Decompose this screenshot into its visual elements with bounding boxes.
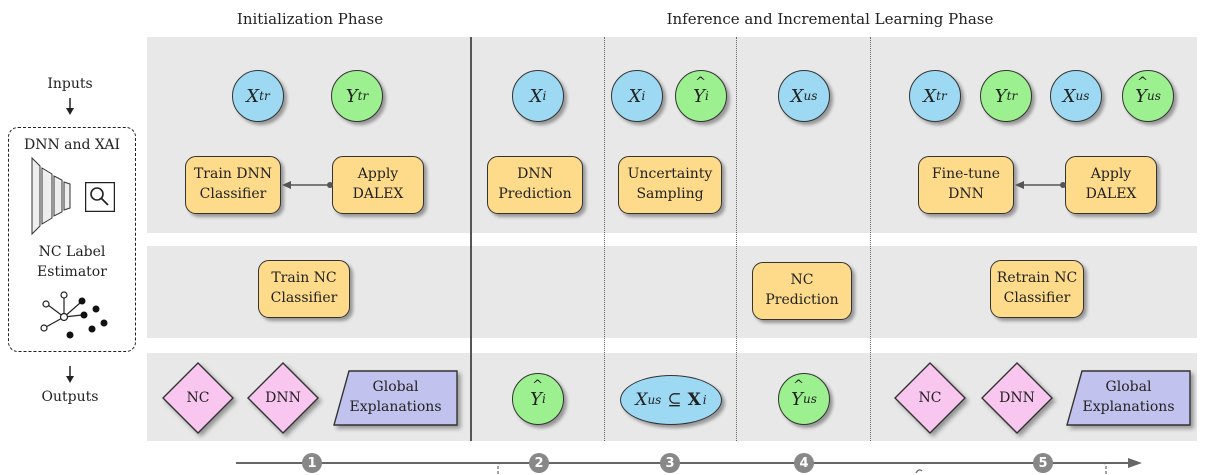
inputs-label: Inputs (47, 76, 93, 92)
nc-output-label-step5: NC (918, 390, 942, 406)
nc-label-line1: NC Label (38, 244, 106, 260)
apply-to-train-arrow (282, 181, 333, 189)
step-separator-2-3 (604, 37, 605, 441)
down-arrow-icon (66, 366, 74, 383)
magnifier-icon (85, 182, 115, 212)
y-hat-us-node: Yus (1122, 70, 1174, 122)
y-hat-i-node: Yi (675, 70, 727, 122)
nc-output-label: NC (186, 390, 210, 406)
step-2-marker: 2 (529, 453, 549, 473)
network-layers-icon (31, 156, 71, 236)
dnn-output-label: DNN (265, 390, 301, 406)
step-1-marker: 1 (302, 453, 322, 473)
step-3-marker: 3 (660, 453, 680, 473)
graph-nodes-icon (40, 291, 108, 339)
step-5-marker: 5 (1033, 453, 1053, 473)
step-separator-3-4 (736, 37, 737, 441)
apply-to-finetune-arrow (1015, 181, 1066, 189)
y-hat-i-output: Yi (512, 373, 564, 425)
nc-label-line2: Estimator (37, 264, 107, 280)
step-4-marker: 4 (794, 453, 814, 473)
phase-separator (470, 37, 472, 441)
outputs-label: Outputs (41, 389, 99, 405)
inputs-band (147, 37, 1197, 155)
nc-output-diamond-step5: NC (893, 361, 967, 435)
dnn-output-label-step5: DNN (999, 390, 1035, 406)
step-separator-4-5 (870, 37, 871, 441)
loop-bracket (497, 462, 1107, 474)
nc-output-diamond: NC (161, 361, 235, 435)
initialization-phase-title: Initialization Phase (236, 10, 384, 28)
timeline-arrow-icon (236, 458, 1142, 468)
down-arrow-icon (66, 98, 74, 115)
dnn-output-diamond: DNN (246, 361, 320, 435)
model-group-box (8, 127, 136, 352)
y-hat-us-output: Yus (778, 373, 830, 425)
inference-phase-title: Inference and Incremental Learning Phase (666, 10, 994, 28)
dnn-xai-label: DNN and XAI (23, 137, 121, 153)
dnn-output-diamond-step5: DNN (980, 361, 1054, 435)
